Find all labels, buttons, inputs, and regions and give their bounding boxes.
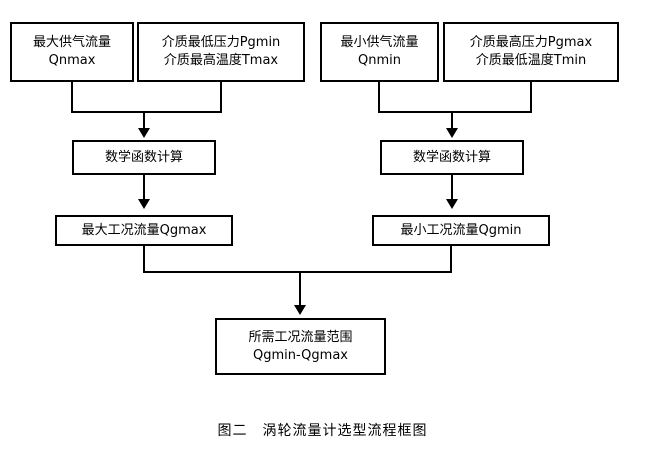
edge-qgmin-drop [450, 246, 452, 273]
node-qgmax-label: 最大工况流量Qgmax [81, 222, 207, 238]
figure-caption: 图二 涡轮流量计选型流程框图 [217, 423, 428, 439]
node-pgmin-tmax: 介质最低压力Pgmin 介质最高温度Tmax [137, 22, 305, 82]
edge-left-merge-bar [71, 111, 222, 113]
edge-calc-right-to-qgmin [451, 175, 453, 200]
node-pgmax-tmin-line2: 介质最低温度Tmin [475, 53, 587, 68]
edge-qnmax-drop [71, 82, 73, 113]
node-qgmin-label: 最小工况流量Qgmin [400, 222, 522, 238]
node-calc-right: 数学函数计算 [380, 140, 524, 175]
arrowhead-to-calc-right [446, 128, 458, 138]
node-pgmin-tmax-line2: 介质最高温度Tmax [163, 53, 279, 68]
node-qnmax: 最大供气流量 Qnmax [10, 22, 134, 82]
node-pgmax-tmin-line1: 介质最高压力Pgmax [469, 35, 593, 51]
arrowhead-to-result [294, 305, 306, 315]
edge-pgmin-tmax-drop [220, 82, 222, 113]
node-pgmin-tmax-line1: 介质最低压力Pgmin [161, 35, 281, 51]
edge-qgmax-drop [143, 246, 145, 273]
node-calc-right-label: 数学函数计算 [412, 149, 491, 165]
node-pgmax-tmin: 介质最高压力Pgmax 介质最低温度Tmin [443, 22, 619, 82]
edge-right-merge-stem [451, 111, 453, 130]
arrowhead-to-qgmax [138, 199, 150, 209]
edge-qnmin-drop [378, 82, 380, 113]
node-calc-left: 数学函数计算 [72, 140, 216, 175]
node-qgmax: 最大工况流量Qgmax [55, 215, 233, 246]
edge-pgmax-tmin-drop [530, 82, 532, 113]
node-qgmin: 最小工况流量Qgmin [372, 215, 550, 246]
arrowhead-to-qgmin [446, 199, 458, 209]
edge-bottom-merge-bar [143, 271, 452, 273]
node-qnmin-line2: Qnmin [358, 53, 401, 68]
node-qnmax-line2: Qnmax [48, 53, 96, 68]
node-result-line2: Qgmin-Qgmax [253, 347, 348, 363]
node-result-line1: 所需工况流量范围 [248, 329, 353, 345]
edge-bottom-merge-stem [299, 271, 301, 307]
edge-left-merge-stem [143, 111, 145, 130]
node-calc-left-label: 数学函数计算 [104, 149, 183, 165]
edge-calc-left-to-qgmax [143, 175, 145, 200]
node-qnmin-line1: 最小供气流量 [340, 35, 419, 51]
edge-right-merge-bar [378, 111, 532, 113]
node-qnmin: 最小供气流量 Qnmin [320, 22, 439, 82]
node-result: 所需工况流量范围 Qgmin-Qgmax [215, 318, 386, 375]
arrowhead-to-calc-left [138, 128, 150, 138]
node-qnmax-line1: 最大供气流量 [32, 35, 111, 51]
